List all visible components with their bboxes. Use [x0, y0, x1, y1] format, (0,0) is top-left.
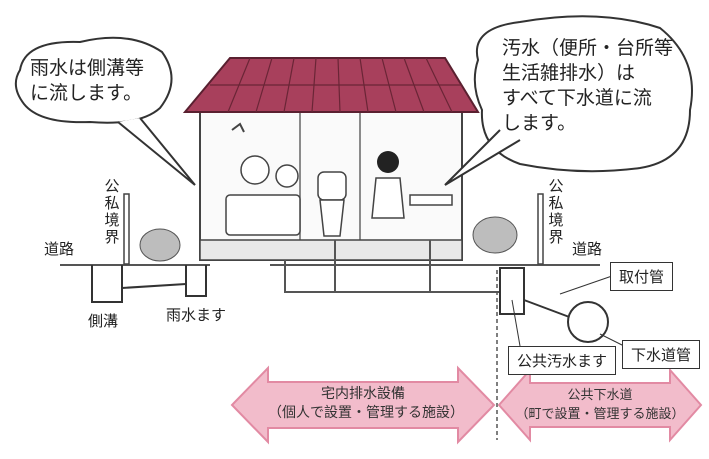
sewage-bubble-tail: [444, 129, 521, 186]
leader-connection-pipe: [559, 275, 613, 295]
rain-bubble: [14, 36, 173, 124]
plant-left-icon: [139, 228, 181, 262]
kitchen-sink: [409, 194, 453, 206]
private-arrow-sub: （個人で設置・管理する施設）: [268, 405, 464, 421]
toilet-bowl: [319, 199, 345, 237]
private-arrow-title: 宅内排水設備: [321, 386, 405, 402]
roof-tiles: [210, 57, 462, 113]
road-label-left: 道路: [44, 240, 75, 258]
public-basin-label: 公共汚水ます: [508, 346, 617, 375]
drain-pipe: [284, 260, 520, 293]
private-arrow-text: 宅内排水設備 （個人で設置・管理する施設）: [268, 385, 464, 423]
shower-head: [231, 122, 245, 133]
girl-head: [377, 151, 399, 173]
side-ditch-label: 側溝: [88, 312, 119, 330]
house-floor: [199, 239, 463, 261]
public-arrow-text: 公共下水道 （町で設置・管理する施設）: [510, 386, 690, 424]
boundary-label-right: 公私境界: [548, 177, 564, 246]
toilet-tank: [317, 171, 347, 201]
connection-pipe-label: 取付管: [610, 262, 674, 291]
boundary-post-left: [123, 193, 130, 265]
sewer-pipe-label: 下水道管: [622, 340, 701, 369]
girl-body: [371, 177, 405, 219]
rain-bubble-tail: [117, 117, 196, 186]
sewage-bubble-line-3: すべて下水道に流: [502, 87, 652, 109]
connection-pipe-line: [523, 299, 573, 319]
sewage-bubble-line-2: 生活雑排水）は: [502, 62, 636, 84]
rain-bubble-text: 雨水は側溝等 に流します。: [30, 56, 144, 106]
public-arrow-title: 公共下水道: [567, 388, 633, 403]
sewage-bubble: [473, 15, 693, 173]
plant-right-icon: [472, 216, 518, 254]
rain-basin-label: 雨水ます: [166, 306, 227, 324]
road-label-right: 道路: [572, 240, 603, 258]
rain-basin-shape: [185, 265, 207, 297]
rain-pipe: [121, 283, 187, 289]
private-arrow: [230, 365, 496, 445]
public-arrow-sub: （町で設置・管理する施設）: [515, 407, 685, 422]
rain-bubble-line-2: に流します。: [30, 82, 143, 104]
bather-figure: [240, 155, 270, 185]
public-basin-shape: [499, 267, 525, 315]
leader-public-basin: [511, 299, 521, 347]
rain-bubble-line-1: 雨水は側溝等: [30, 57, 145, 79]
bathtub: [225, 194, 301, 236]
boundary-label-left: 公私境界: [104, 177, 120, 246]
sewage-bubble-text: 汚水（便所・台所等 生活雑排水）は すべて下水道に流 します。: [502, 36, 673, 136]
child-figure: [275, 164, 299, 188]
side-ditch-shape: [91, 265, 123, 303]
sewage-bubble-line-4: します。: [502, 112, 577, 134]
boundary-post-right: [537, 193, 544, 265]
sewer-pipe-circle: [567, 301, 609, 343]
sewage-bubble-line-1: 汚水（便所・台所等: [502, 37, 674, 59]
public-arrow: [497, 367, 703, 443]
